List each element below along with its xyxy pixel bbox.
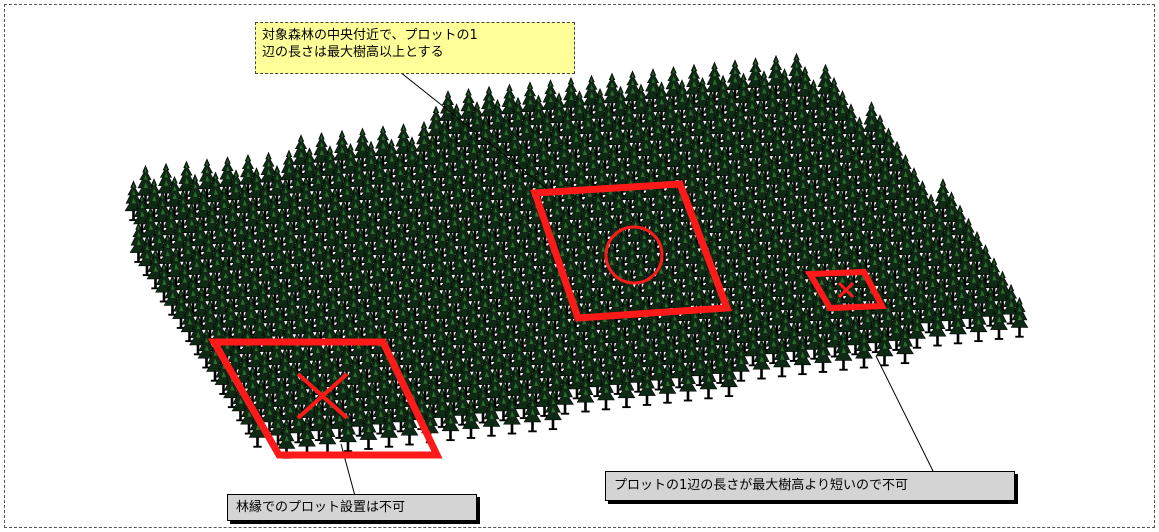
circle-icon [604, 225, 664, 285]
small-plot-outline [804, 268, 887, 312]
plot-center-valid [530, 180, 732, 322]
callout-line-2: 辺の長さは最大樹高以上とする [262, 45, 444, 60]
x-mark-icon [296, 372, 349, 420]
leader-line-top [399, 71, 557, 197]
callout-plot-too-small: プロットの1辺の長さが最大樹高より短いので不可 [605, 471, 1015, 501]
edge-plot-outline [207, 338, 443, 459]
x-mark-icon [837, 281, 855, 299]
callout-plot-guideline: 対象森林の中央付近で、プロットの1 辺の長さは最大樹高以上とする [255, 22, 575, 74]
plot-small-invalid [804, 268, 887, 312]
diagram-frame [4, 4, 1155, 528]
valid-plot-outline [530, 180, 732, 322]
callout-line-1: 対象森林の中央付近で、プロットの1 [262, 28, 478, 43]
callout-forest-edge: 林縁でのプロット設置は不可 [227, 494, 477, 521]
plot-edge-invalid [207, 338, 443, 459]
leader-line-right [875, 355, 936, 476]
tree-grid [124, 52, 1029, 460]
